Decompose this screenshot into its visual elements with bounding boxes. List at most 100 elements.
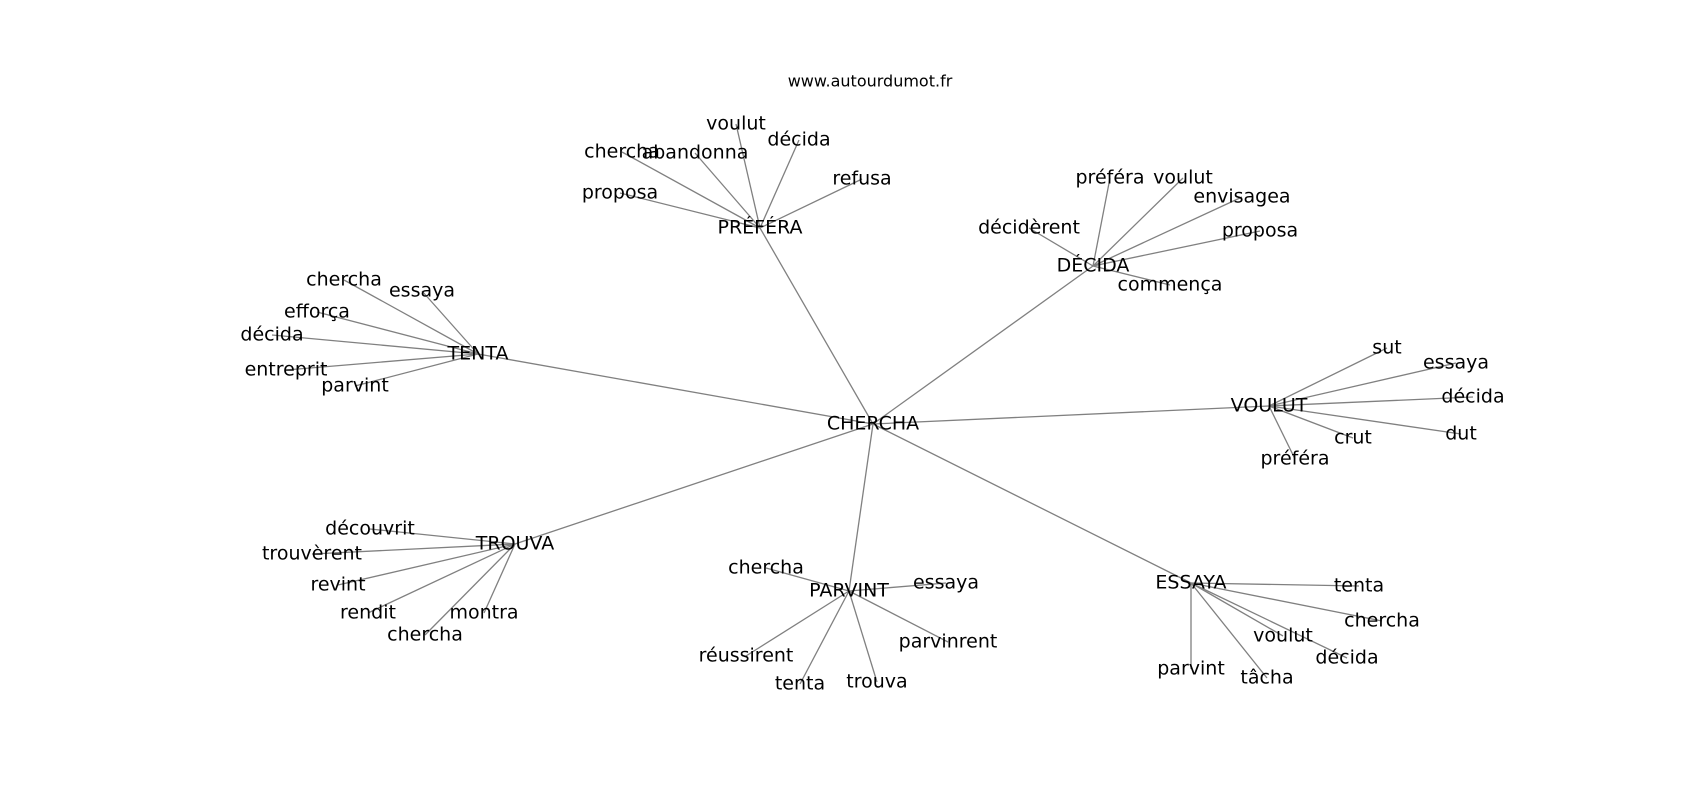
node-leaf-essaya-5[interactable]: tâcha xyxy=(1240,667,1293,689)
node-hub-decida[interactable]: DÉCIDA xyxy=(1057,254,1130,277)
node-leaf-parvint-2[interactable]: parvinrent xyxy=(899,631,998,653)
node-leaf-decida-3[interactable]: décidèrent xyxy=(978,217,1080,239)
node-leaf-tenta-4[interactable]: entreprit xyxy=(245,359,328,381)
node-leaf-tenta-3[interactable]: décida xyxy=(240,324,303,346)
node-leaf-tenta-1[interactable]: essaya xyxy=(389,280,455,302)
edge-center-to-decida xyxy=(872,265,1094,425)
edge-prefera-leaf-2 xyxy=(621,151,761,229)
edge-essaya-leaf-0 xyxy=(1190,582,1360,587)
node-leaf-decida-2[interactable]: envisagea xyxy=(1193,186,1290,208)
edge-voulut-leaf-3 xyxy=(1268,405,1462,435)
edge-decida-leaf-3 xyxy=(1028,227,1094,267)
node-leaf-trouva-2[interactable]: revint xyxy=(310,574,365,596)
node-leaf-voulut-3[interactable]: dut xyxy=(1445,423,1477,445)
edge-voulut-leaf-0 xyxy=(1268,347,1388,407)
edge-trouva-leaf-4 xyxy=(483,543,516,614)
edge-tenta-leaf-2 xyxy=(316,311,479,355)
edge-voulut-leaf-5 xyxy=(1268,405,1296,460)
node-leaf-prefera-0[interactable]: voulut xyxy=(706,113,766,135)
edge-prefera-leaf-3 xyxy=(694,152,761,229)
node-leaf-prefera-2[interactable]: chercha xyxy=(584,141,660,163)
edge-voulut-leaf-2 xyxy=(1268,396,1474,407)
node-leaf-voulut-5[interactable]: préféra xyxy=(1261,448,1330,470)
node-leaf-decida-5[interactable]: commença xyxy=(1118,274,1223,296)
edge-essaya-leaf-5 xyxy=(1190,582,1268,679)
node-hub-voulut[interactable]: VOULUT xyxy=(1231,395,1308,417)
edge-parvint-leaf-2 xyxy=(848,590,949,643)
node-leaf-voulut-0[interactable]: sut xyxy=(1372,337,1401,359)
node-leaf-trouva-0[interactable]: découvrit xyxy=(325,518,415,540)
node-leaf-essaya-0[interactable]: tenta xyxy=(1334,575,1384,597)
node-leaf-voulut-2[interactable]: décida xyxy=(1441,386,1504,408)
edge-trouva-leaf-5 xyxy=(424,543,516,636)
node-leaf-voulut-4[interactable]: crut xyxy=(1334,427,1372,449)
node-leaf-essaya-3[interactable]: décida xyxy=(1315,647,1378,669)
edge-parvint-leaf-3 xyxy=(745,590,850,657)
node-leaf-decida-1[interactable]: voulut xyxy=(1153,167,1213,189)
node-leaf-trouva-5[interactable]: chercha xyxy=(387,624,463,646)
graph-labels: www.autourdumot.fr CHERCHAPRÉFÉRAvoulutd… xyxy=(240,72,1504,695)
edge-tenta-leaf-4 xyxy=(285,353,479,371)
edge-parvint-leaf-1 xyxy=(848,582,947,592)
edge-center-to-parvint xyxy=(848,423,874,592)
node-hub-essaya[interactable]: ESSAYA xyxy=(1155,572,1226,594)
edge-tenta-leaf-5 xyxy=(354,353,479,387)
node-leaf-parvint-1[interactable]: essaya xyxy=(913,572,979,594)
node-leaf-voulut-1[interactable]: essaya xyxy=(1423,352,1489,374)
node-leaf-prefera-5[interactable]: proposa xyxy=(582,182,658,204)
node-leaf-essaya-4[interactable]: parvint xyxy=(1157,658,1225,680)
node-leaf-parvint-3[interactable]: réussirent xyxy=(699,645,794,667)
edge-decida-leaf-4 xyxy=(1092,230,1261,267)
edge-parvint-leaf-0 xyxy=(765,567,850,592)
edge-center-to-prefera xyxy=(759,227,874,425)
edge-essaya-leaf-1 xyxy=(1190,582,1383,622)
node-hub-tenta[interactable]: TENTA xyxy=(447,343,509,365)
graph-edges xyxy=(271,123,1474,685)
node-leaf-tenta-0[interactable]: chercha xyxy=(306,269,382,291)
edge-trouva-leaf-0 xyxy=(369,528,516,545)
edge-center-to-trouva xyxy=(514,423,874,545)
node-leaf-prefera-4[interactable]: refusa xyxy=(832,168,891,190)
edge-decida-leaf-0 xyxy=(1092,177,1111,267)
edge-tenta-leaf-3 xyxy=(271,334,479,355)
edge-prefera-leaf-0 xyxy=(735,123,761,229)
node-leaf-essaya-2[interactable]: voulut xyxy=(1253,625,1313,647)
node-leaf-parvint-0[interactable]: chercha xyxy=(728,557,804,579)
edge-prefera-leaf-1 xyxy=(759,139,800,229)
edge-decida-leaf-5 xyxy=(1092,265,1171,286)
edge-essaya-leaf-2 xyxy=(1190,582,1284,637)
node-leaf-decida-0[interactable]: préféra xyxy=(1076,167,1145,189)
node-leaf-trouva-3[interactable]: rendit xyxy=(340,602,396,624)
edge-center-to-essaya xyxy=(872,423,1192,584)
node-leaf-trouva-1[interactable]: trouvèrent xyxy=(262,543,362,565)
edge-parvint-leaf-5 xyxy=(848,590,878,683)
node-leaf-parvint-5[interactable]: trouva xyxy=(846,671,907,693)
edge-decida-leaf-2 xyxy=(1092,196,1243,267)
node-leaf-prefera-3[interactable]: abandonna xyxy=(642,142,749,164)
edge-trouva-leaf-1 xyxy=(311,543,516,555)
node-leaf-prefera-1[interactable]: décida xyxy=(767,129,830,151)
edge-prefera-leaf-5 xyxy=(619,192,761,229)
node-leaf-tenta-2[interactable]: efforça xyxy=(284,301,350,323)
node-hub-prefera[interactable]: PRÉFÉRA xyxy=(717,216,802,239)
edge-tenta-leaf-0 xyxy=(343,279,479,355)
edge-tenta-leaf-1 xyxy=(421,290,479,355)
node-hub-parvint[interactable]: PARVINT xyxy=(809,580,889,602)
node-hub-trouva[interactable]: TROUVA xyxy=(475,533,554,555)
node-leaf-essaya-1[interactable]: chercha xyxy=(1344,610,1420,632)
edge-trouva-leaf-3 xyxy=(367,543,516,614)
edge-prefera-leaf-4 xyxy=(759,178,863,229)
edge-voulut-leaf-1 xyxy=(1268,362,1457,407)
site-url-label[interactable]: www.autourdumot.fr xyxy=(788,72,953,91)
edge-essaya-leaf-3 xyxy=(1190,582,1348,659)
node-center-chercha[interactable]: CHERCHA xyxy=(827,413,919,435)
edge-voulut-leaf-4 xyxy=(1268,405,1354,439)
edge-center-to-tenta xyxy=(477,353,874,425)
node-leaf-decida-4[interactable]: proposa xyxy=(1222,220,1298,242)
node-leaf-parvint-4[interactable]: tenta xyxy=(775,673,825,695)
node-leaf-trouva-4[interactable]: montra xyxy=(449,602,518,624)
edge-center-to-voulut xyxy=(872,405,1270,425)
node-leaf-tenta-5[interactable]: parvint xyxy=(321,375,389,397)
edge-parvint-leaf-4 xyxy=(799,590,850,685)
